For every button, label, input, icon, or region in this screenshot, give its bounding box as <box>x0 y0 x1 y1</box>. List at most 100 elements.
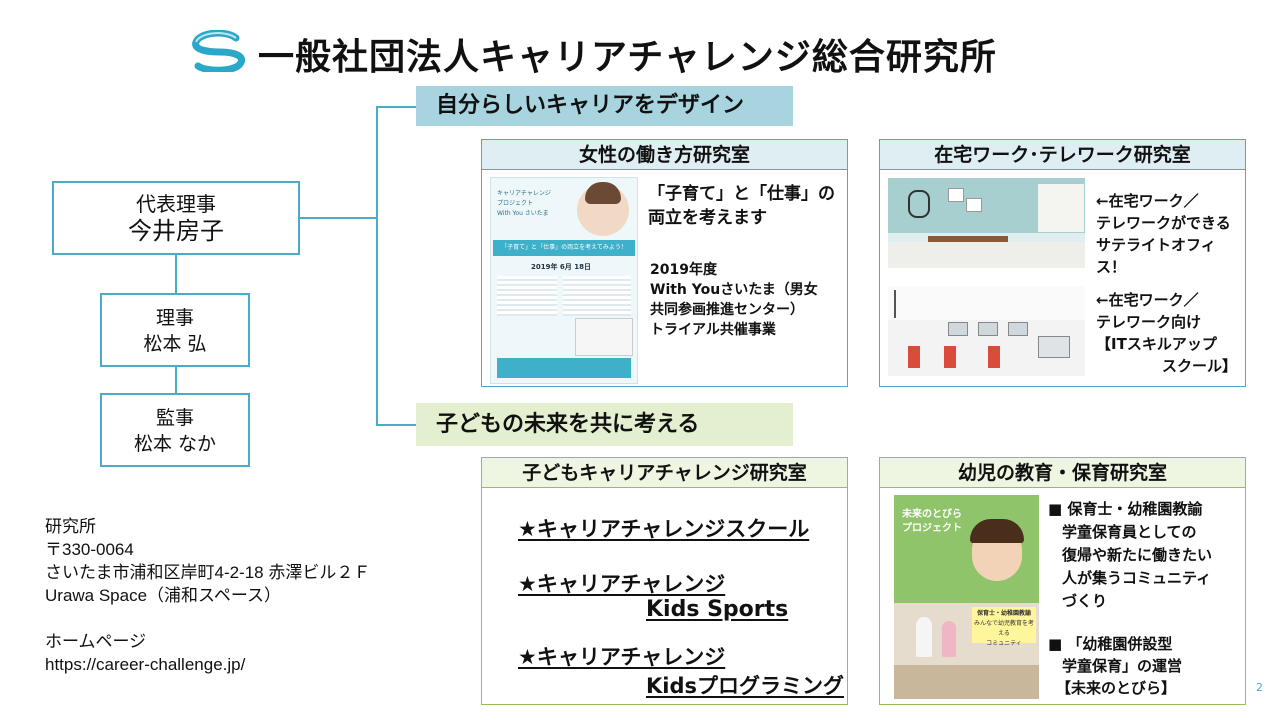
early-lab-bullet: 学童保育」の運営 <box>1062 657 1183 675</box>
panel-title: 幼児の教育・保育研究室 <box>880 458 1245 488</box>
panel-title: 在宅ワーク･テレワーク研究室 <box>880 140 1245 170</box>
frame-shape <box>966 198 982 212</box>
event-info: With Youさいたま（男女 <box>650 282 818 298</box>
lab-description: 「子育て」と「仕事」の <box>648 184 835 204</box>
event-info: トライアル共催事業 <box>650 322 776 338</box>
kids-career-lab-panel: 子どもキャリアチャレンジ研究室 ★キャリアチャレンジスクール ★キャリアチャレン… <box>481 457 848 705</box>
connector-line <box>175 255 177 293</box>
connector-line <box>300 217 378 219</box>
flyer-date: 2019年 6月 18日 <box>531 263 591 271</box>
kids-program-item: Kidsプログラミング <box>646 674 845 698</box>
photo-badge-text: コミュニティ <box>986 640 1022 647</box>
postal-code: 〒330-0064 <box>45 540 134 559</box>
satellite-office-photo <box>888 178 1085 268</box>
ground-shape <box>894 665 1039 699</box>
tree-shape <box>894 290 926 318</box>
page-number: 2 <box>1256 681 1263 694</box>
window-shape <box>1038 184 1084 232</box>
kids-program-item: Kids Sports <box>646 597 789 622</box>
flyer-map <box>575 318 633 356</box>
kids-program-item: ★キャリアチャレンジ <box>518 572 726 596</box>
spacer <box>45 607 370 630</box>
connector-line <box>376 106 378 426</box>
connector-line <box>175 367 177 393</box>
it-school-photo <box>888 286 1085 376</box>
monitor-shape <box>1038 336 1070 358</box>
mirror-shape <box>908 190 930 218</box>
monitor-shape <box>1008 322 1028 336</box>
role-label: 理事 <box>155 307 194 329</box>
early-childhood-lab-panel: 幼児の教育・保育研究室 未来のとびら プロジェクト 保育士・幼稚園教諭 みんなで… <box>879 457 1246 705</box>
frame-shape <box>948 188 964 202</box>
chair-shape <box>908 346 920 368</box>
hair-shape <box>585 182 621 204</box>
flyer-text: With You さいたま <box>497 210 549 217</box>
child-running <box>916 617 932 657</box>
homepage-label: ホームページ <box>45 632 147 651</box>
logo-icon <box>192 30 245 72</box>
auditor-box: 監事 松本 なか <box>100 393 250 467</box>
photo-badge-text: みんなで幼児教育を考える <box>973 620 1034 637</box>
photo-badge-text: 保育士・幼稚園教諭 <box>976 610 1031 617</box>
panel-title: 女性の働き方研究室 <box>482 140 847 170</box>
person-name: 今井房子 <box>128 217 224 245</box>
flyer-text-block <box>497 276 557 316</box>
panel-title: 子どもキャリアチャレンジ研究室 <box>482 458 847 488</box>
early-lab-bullet: 人が集うコミュニティ <box>1062 569 1212 587</box>
telework-desc: サテライトオフィス！ <box>1096 236 1216 276</box>
flyer-footer <box>497 358 631 378</box>
monitor-shape <box>948 322 968 336</box>
venue-name: Urawa Space（浦和スペース） <box>45 586 282 605</box>
page-title: 一般社団法人キャリアチャレンジ総合研究所 <box>258 37 997 78</box>
telework-desc: テレワークができる <box>1096 214 1231 232</box>
early-lab-bullet: 学童保育員としての <box>1062 523 1197 541</box>
flyer-headline: 「子育て」と「仕事」の両立を考えてみよう！ <box>493 240 635 256</box>
role-label: 監事 <box>155 407 194 429</box>
early-lab-bullet: 【未来のとびら】 <box>1056 679 1177 697</box>
early-lab-bullet: づくり <box>1062 592 1108 610</box>
kids-program-item: ★キャリアチャレンジ <box>518 645 726 669</box>
event-info: 2019年度 <box>650 262 717 278</box>
person-name: 松本 なか <box>133 433 217 455</box>
flyer-text-block <box>563 276 631 316</box>
monitor-shape <box>978 322 998 336</box>
address: さいたま市浦和区岸町4-2-18 赤澤ビル２Ｆ <box>45 563 371 582</box>
child-hair <box>970 519 1024 543</box>
photo-badge: 保育士・幼稚園教諭 みんなで幼児教育を考える コミュニティ <box>972 607 1036 647</box>
telework-desc: 【ITスキルアップ <box>1096 335 1217 353</box>
kids-program-item: ★キャリアチャレンジスクール <box>518 517 810 541</box>
event-flyer-image: キャリアチャレンジ プロジェクト With You さいたま 「子育て」と「仕事… <box>490 177 638 384</box>
section-banner-career-design: 自分らしいキャリアをデザイン <box>416 86 793 126</box>
telework-desc: ←在宅ワーク／ <box>1096 291 1199 309</box>
photo-title: プロジェクト <box>902 523 962 534</box>
chair-shape <box>988 346 1000 368</box>
rep-director-box: 代表理事 今井房子 <box>52 181 300 255</box>
contact-label: 研究所 <box>45 517 96 536</box>
photo-wall <box>888 286 1085 320</box>
project-photo: 未来のとびら プロジェクト 保育士・幼稚園教諭 みんなで幼児教育を考える コミュ… <box>894 495 1039 699</box>
lab-description: 両立を考えます <box>648 208 767 228</box>
flyer-text: キャリアチャレンジ <box>497 190 551 197</box>
homepage-link[interactable]: https://career-challenge.jp/ <box>45 655 246 674</box>
telework-lab-panel: 在宅ワーク･テレワーク研究室 ←在宅ワーク／ テレワークができる サテライトオフ… <box>879 139 1246 387</box>
floor-shape <box>888 242 1085 268</box>
telework-desc: ←在宅ワーク／ <box>1096 192 1199 210</box>
early-lab-bullet: ■ 「幼稚園併設型 <box>1048 635 1173 653</box>
photo-title: 未来のとびら <box>902 509 962 520</box>
connector-line <box>376 106 416 108</box>
person-name: 松本 弘 <box>143 333 207 355</box>
contact-info: 研究所 〒330-0064 さいたま市浦和区岸町4-2-18 赤澤ビル２Ｆ Ur… <box>45 515 370 676</box>
telework-desc: スクール】 <box>1162 357 1238 375</box>
event-info: 共同参画推進センター） <box>650 302 804 318</box>
chair-shape <box>944 346 956 368</box>
early-lab-bullet: 復帰や新たに働きたい <box>1062 546 1213 564</box>
connector-line <box>376 424 416 426</box>
table-shape <box>928 236 1008 242</box>
director-box: 理事 松本 弘 <box>100 293 250 367</box>
women-work-lab-panel: 女性の働き方研究室 キャリアチャレンジ プロジェクト With You さいたま… <box>481 139 848 387</box>
telework-desc: テレワーク向け <box>1096 313 1202 331</box>
flyer-text: プロジェクト <box>497 200 534 207</box>
child-running <box>942 621 956 657</box>
early-lab-bullet: ■ 保育士・幼稚園教諭 <box>1048 500 1203 518</box>
section-banner-kids-future: 子どもの未来を共に考える <box>416 403 793 446</box>
